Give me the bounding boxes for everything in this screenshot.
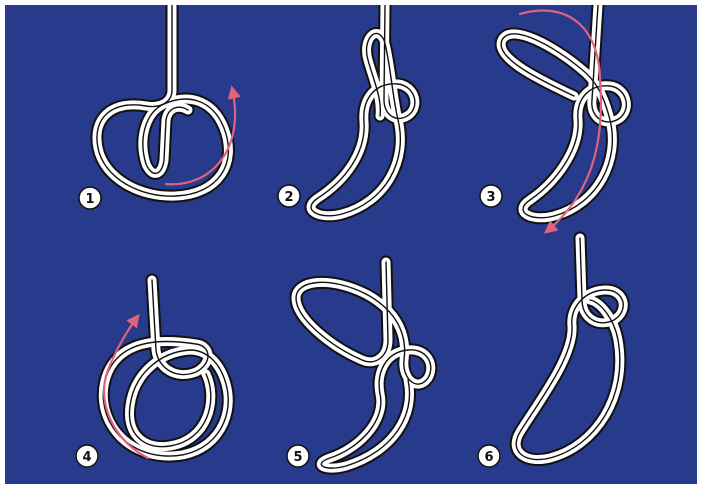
step-2-illustration: 2 (278, 5, 415, 216)
step-6-illustration: 6 (478, 238, 623, 467)
step-6-number-badge: 6 (478, 445, 500, 467)
knot-diagram: 1 2 3 (5, 5, 697, 484)
step-2-number: 2 (284, 190, 293, 205)
step-1-number-badge: 1 (79, 187, 101, 209)
step-3-number: 3 (486, 190, 495, 205)
step-5-number-badge: 5 (287, 445, 309, 467)
step-6-number: 6 (484, 450, 493, 465)
step-2-number-badge: 2 (278, 185, 300, 207)
step-1-rope (97, 5, 228, 196)
step-4-number-badge: 4 (76, 445, 98, 467)
step-3-illustration: 3 (480, 5, 626, 232)
step-4-number: 4 (82, 450, 91, 465)
step-4-rope (103, 280, 228, 456)
step-2-rope (311, 5, 415, 216)
step-5-rope (296, 262, 431, 468)
step-3-number-badge: 3 (480, 185, 502, 207)
step-1-illustration: 1 (79, 5, 235, 209)
step-5-illustration: 5 (287, 262, 431, 468)
knot-steps-panel: 1 2 3 (5, 5, 697, 484)
step-6-rope (516, 238, 623, 460)
step-3-rope (501, 5, 626, 218)
step-4-illustration: 4 (76, 280, 228, 467)
step-5-number: 5 (293, 450, 302, 465)
step-1-number: 1 (85, 192, 94, 207)
